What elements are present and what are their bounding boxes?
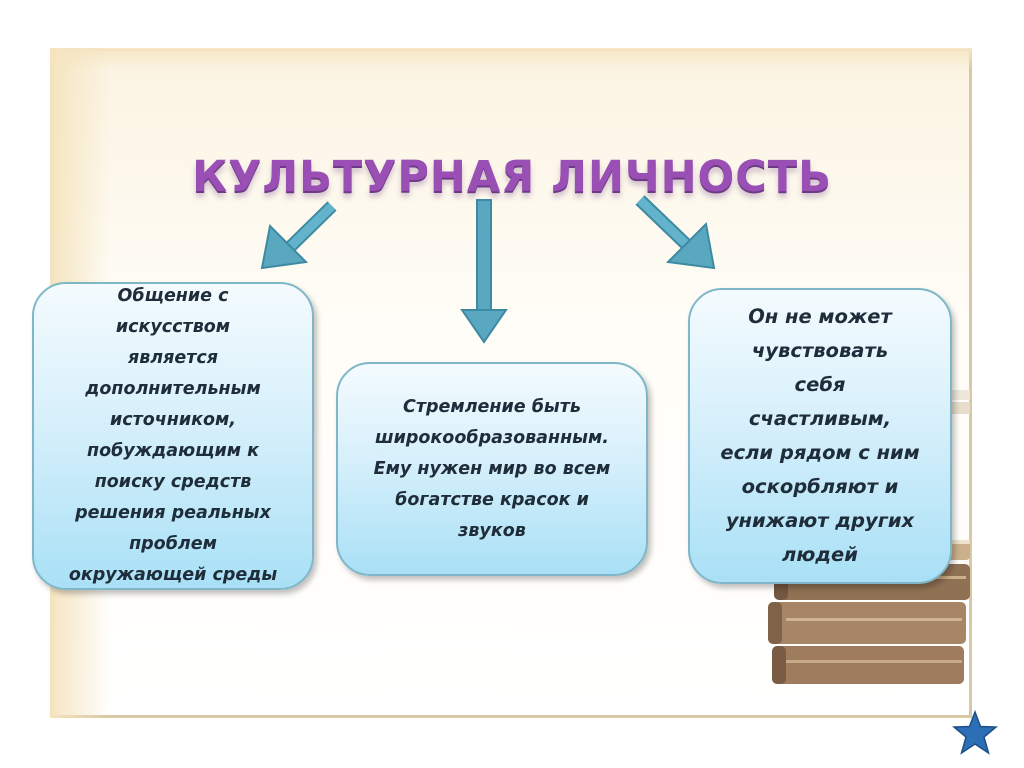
slide-title: КУЛЬТУРНАЯ ЛИЧНОСТЬ	[192, 152, 832, 202]
frame-top-shadow	[50, 48, 972, 70]
text-box-middle-content: Стремление быть широкообразованным. Ему …	[373, 396, 611, 541]
text-box-left: Общение с искусством является дополнител…	[32, 282, 314, 590]
star-icon[interactable]	[952, 710, 998, 756]
text-box-left-content: Общение с искусством является дополнител…	[68, 286, 278, 585]
text-box-right: Он не может чувствовать себя счастливым,…	[688, 288, 952, 584]
arrow-down-right-icon	[635, 195, 716, 270]
arrow-down-left-icon	[260, 201, 337, 270]
text-box-middle: Стремление быть широкообразованным. Ему …	[336, 362, 648, 576]
arrow-down-icon	[460, 199, 508, 344]
text-box-right-content: Он не может чувствовать себя счастливым,…	[720, 305, 920, 566]
